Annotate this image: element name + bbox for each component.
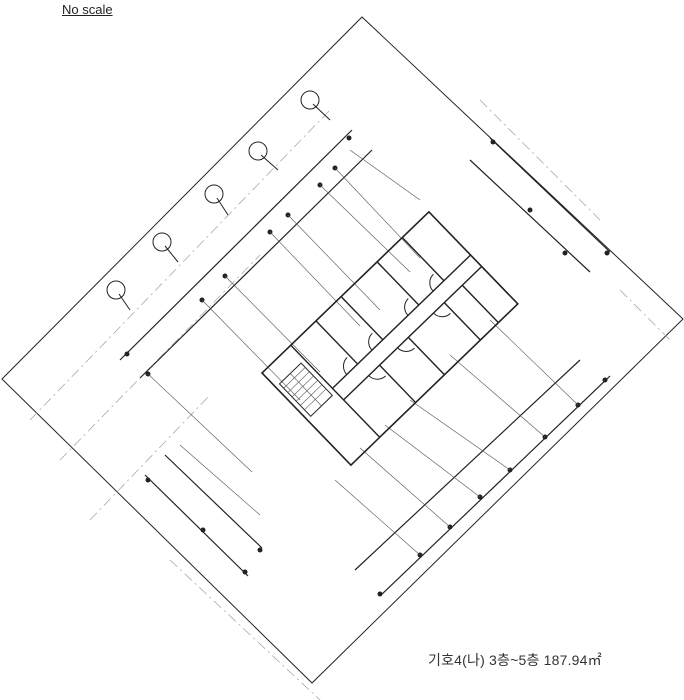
grid-marker-1 <box>300 90 331 121</box>
stair <box>278 362 334 417</box>
grid-marker-2 <box>248 141 279 171</box>
sheet-border <box>1 16 684 684</box>
grid-lines <box>29 99 671 700</box>
building-outline <box>260 210 519 467</box>
scale-note: No scale <box>62 2 113 17</box>
door-swings <box>343 273 451 380</box>
floor-area-caption: 기호4(나) 3층~5층 187.94㎡ <box>428 652 602 668</box>
dimension-lines <box>119 129 611 597</box>
grid-marker-3 <box>204 184 229 216</box>
room-partitions <box>290 237 499 438</box>
grid-markers <box>106 90 331 311</box>
extension-lines <box>147 149 579 556</box>
grid-marker-5 <box>106 280 131 311</box>
grid-marker-4 <box>152 232 179 263</box>
